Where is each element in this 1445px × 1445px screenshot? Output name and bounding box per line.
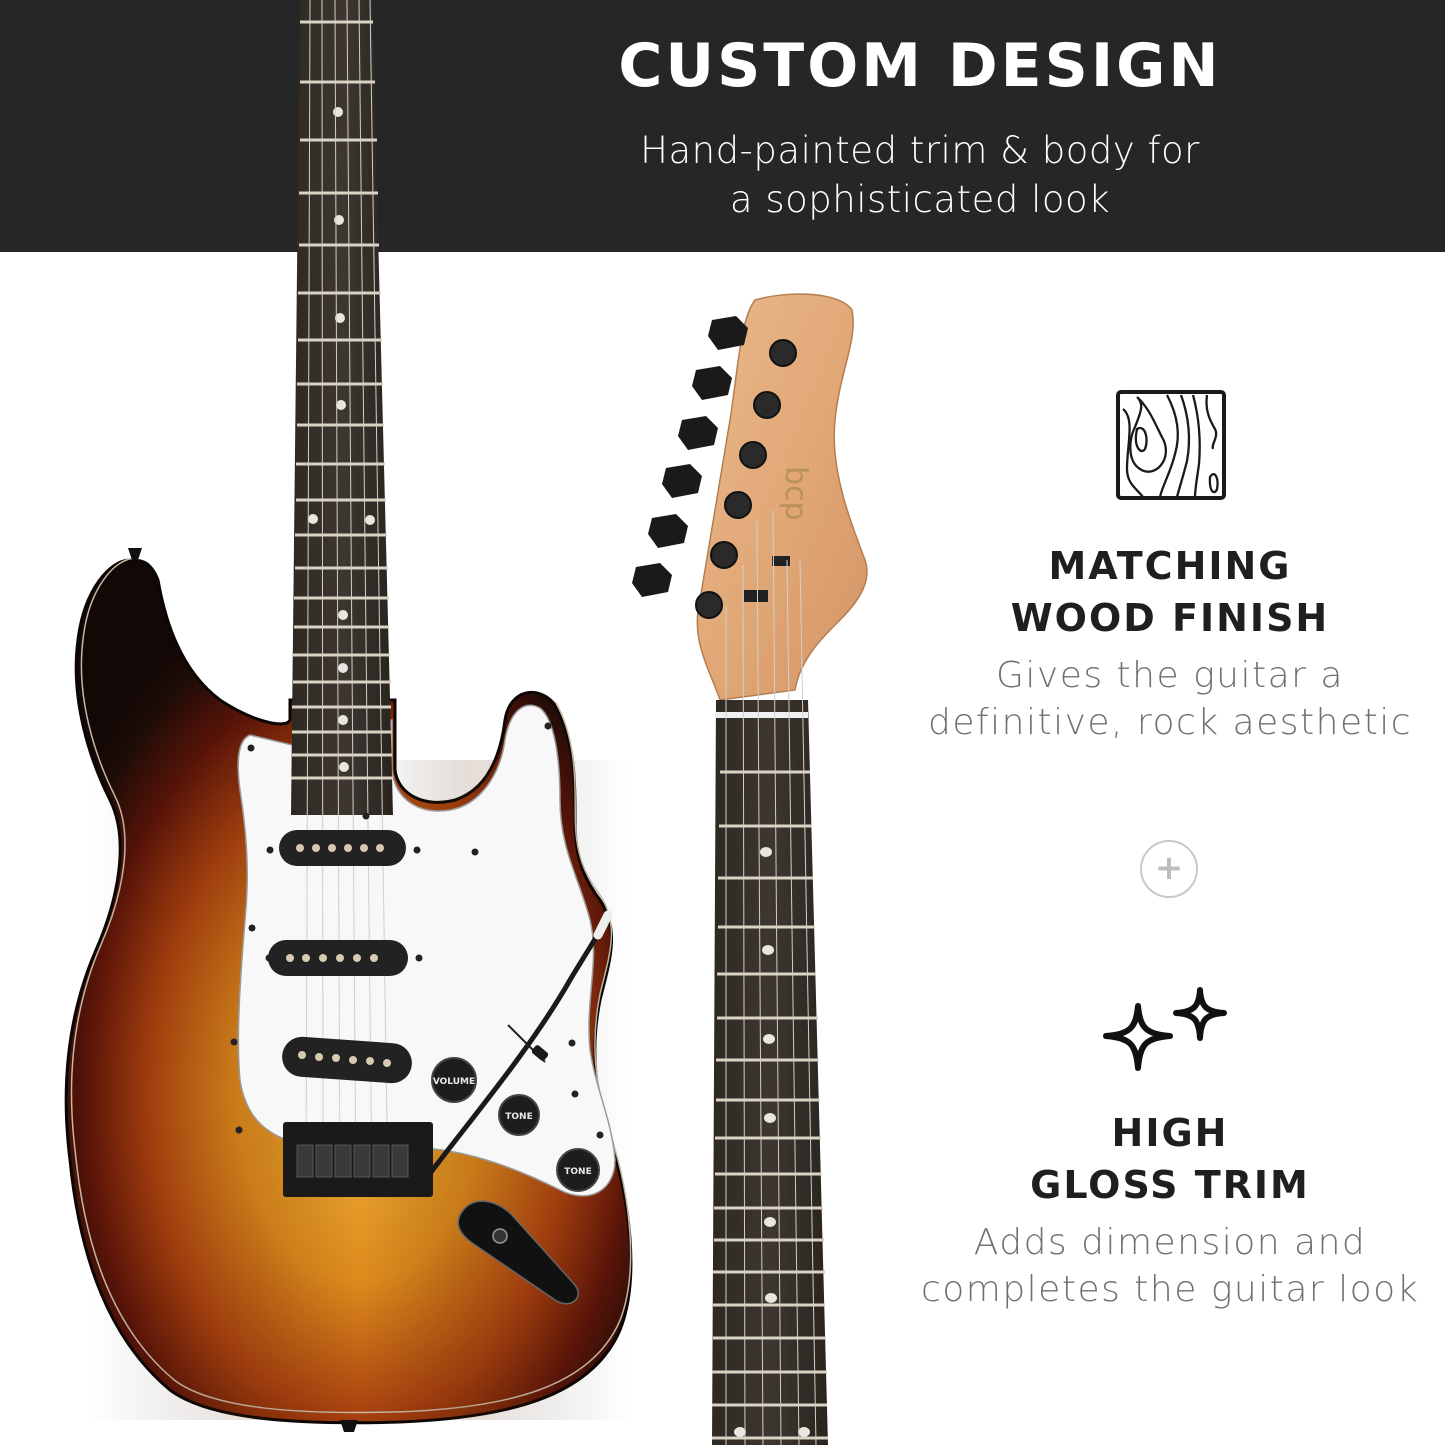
feature-title: HIGH GLOSS TRIM <box>920 1107 1420 1211</box>
plus-circle-icon: + <box>1140 840 1198 898</box>
control-knobs: VOLUME TONE TONE <box>431 1057 600 1192</box>
svg-text:bcp: bcp <box>778 466 813 521</box>
feature-title-line-1: HIGH <box>1111 1111 1229 1155</box>
tuning-pegs <box>632 316 748 597</box>
fretboard-right <box>712 700 828 1445</box>
pickups <box>268 830 412 1084</box>
feature-wood-finish: MATCHING WOOD FINISH Gives the guitar a … <box>920 540 1420 746</box>
guitar-body <box>64 558 633 1425</box>
feature-title-line-2: WOOD FINISH <box>1010 596 1330 640</box>
svg-text:TONE: TONE <box>505 1112 532 1122</box>
svg-text:TONE: TONE <box>564 1167 591 1177</box>
feature-desc-line-2: completes the guitar look <box>920 1269 1420 1310</box>
feature-title-line-1: MATCHING <box>1048 544 1292 588</box>
headstock <box>696 293 868 701</box>
page-subtitle: Hand-painted trim & body for a sophistic… <box>560 126 1280 224</box>
feature-title: MATCHING WOOD FINISH <box>920 540 1420 644</box>
wood-grain-icon <box>1116 390 1226 500</box>
sparkles-icon <box>1103 987 1227 1071</box>
page-title: CUSTOM DESIGN <box>618 31 1222 101</box>
header-banner <box>0 0 1445 252</box>
svg-text:VOLUME: VOLUME <box>433 1077 475 1087</box>
feature-desc-line-1: Gives the guitar a <box>996 655 1344 696</box>
plus-symbol: + <box>1154 848 1184 888</box>
tremolo-arm <box>423 923 606 1182</box>
subtitle-line-1: Hand-painted trim & body for <box>640 129 1200 172</box>
output-jack <box>457 1200 579 1305</box>
feature-desc-line-2: definitive, rock aesthetic <box>927 702 1413 743</box>
pickguard <box>237 704 616 1197</box>
tremolo-bridge <box>283 1122 433 1197</box>
feature-title-line-2: GLOSS TRIM <box>1030 1163 1310 1207</box>
feature-description: Gives the guitar a definitive, rock aest… <box>920 652 1420 746</box>
subtitle-line-2: a sophisticated look <box>729 178 1111 221</box>
feature-desc-line-1: Adds dimension and <box>973 1222 1367 1263</box>
feature-high-gloss: HIGH GLOSS TRIM Adds dimension and compl… <box>920 1107 1420 1313</box>
feature-description: Adds dimension and completes the guitar … <box>920 1219 1420 1313</box>
